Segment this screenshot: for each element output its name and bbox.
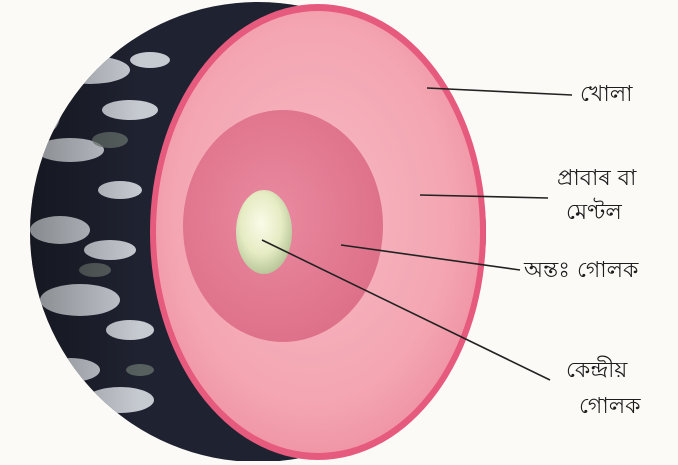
mantle-label-line1: প্ৰাবাৰ বা [557,164,636,194]
inner-core-layer [236,190,292,274]
crust-label: খোলা [580,80,633,110]
inner-core-label-line2: গোলক [579,392,641,422]
mantle-label-line2: মেণ্টল [566,198,622,228]
outer-core-label: অন্তঃ গোলক [524,256,638,286]
inner-core-label-line1: কেন্দ্ৰীয় [566,356,627,386]
